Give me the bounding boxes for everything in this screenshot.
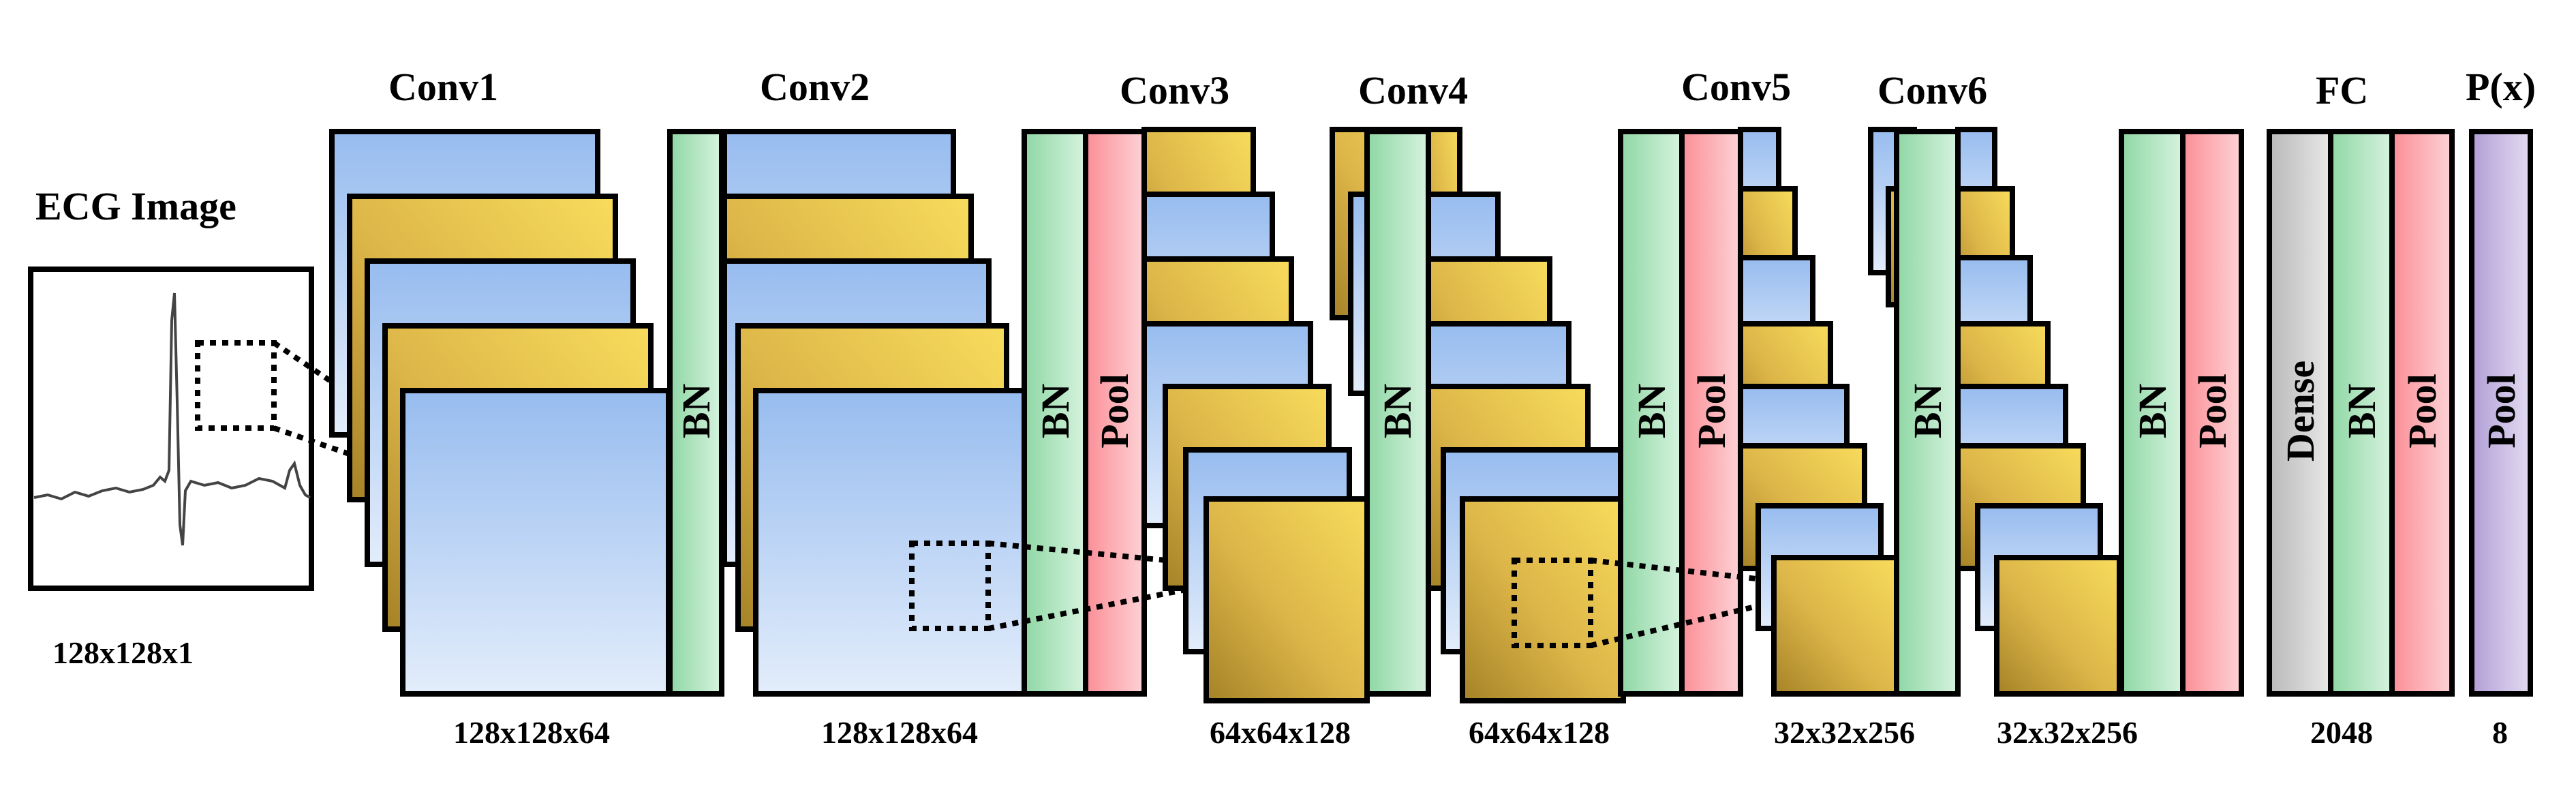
output-title: P(x) [2466, 65, 2536, 109]
conv6-block: Conv6 BN BN Pool 32x32x256 [1868, 68, 2244, 750]
pool-label: Pool [2190, 374, 2235, 449]
input-dims: 128x128x1 [52, 635, 194, 670]
bn-label: BN [2340, 384, 2384, 439]
bn-label: BN [2130, 384, 2175, 439]
pool-label: Pool [2479, 374, 2524, 449]
conv5-dims: 32x32x256 [1774, 715, 1915, 750]
feature-map [1203, 496, 1370, 703]
fc-dims: 2048 [2310, 715, 2373, 750]
batch-norm-layer [667, 129, 724, 697]
conv3-dims: 64x64x128 [1210, 715, 1351, 750]
feature-map [753, 388, 1027, 697]
feature-map [1771, 555, 1899, 697]
fc-title: FC [2316, 68, 2368, 112]
conv2-dims: 128x128x64 [821, 715, 978, 750]
pool-layer [2389, 129, 2455, 697]
feature-map [1994, 555, 2122, 697]
batch-norm-layer [2119, 129, 2186, 697]
input-section: ECG Image 128x128x1 [28, 184, 534, 670]
receptive-field [909, 541, 991, 631]
bn-label: BN [1629, 384, 1674, 439]
conv1-block: Conv1 BN 128x128x64 [329, 65, 724, 750]
batch-norm-layer [1618, 129, 1685, 697]
batch-norm-layer [1894, 129, 1961, 697]
batch-norm-layer [1364, 129, 1431, 697]
conv4-block: Conv4 BN BN Pool 64x64x128 [1330, 68, 1837, 750]
feature-map [1460, 496, 1626, 703]
conv5-title: Conv5 [1681, 65, 1791, 109]
conv5-block: Conv5 32x32x256 [1681, 65, 1915, 750]
pool-label: Pool [1092, 374, 1137, 449]
batch-norm-layer [2328, 129, 2395, 697]
conv6-dims: 32x32x256 [1997, 715, 2138, 750]
bn-label: BN [1375, 384, 1420, 439]
conv2-block: Conv2 BN Pool 128x128x64 [722, 65, 1281, 750]
ecg-waveform [33, 292, 311, 546]
bn-label: BN [1905, 384, 1950, 439]
fc-block: FC Dense BN Pool 2048 [2267, 68, 2455, 750]
bn-label: BN [674, 384, 718, 439]
conv2-title: Conv2 [760, 65, 870, 109]
batch-norm-layer [1022, 129, 1088, 697]
input-receptive-field [195, 340, 277, 431]
conv1-title: Conv1 [388, 65, 498, 109]
output-layer [2469, 129, 2533, 697]
dense-label: Dense [2278, 361, 2322, 461]
pool-label: Pool [2400, 374, 2444, 449]
conv1-dims: 128x128x64 [453, 715, 610, 750]
receptive-field [1512, 558, 1593, 648]
pool-layer [1679, 129, 1743, 697]
pool-label: Pool [1689, 374, 1734, 449]
feature-map [400, 388, 671, 697]
input-title: ECG Image [35, 184, 236, 228]
bn-label: BN [1033, 384, 1077, 439]
output-block: P(x) Pool 8 [2466, 65, 2536, 750]
conv4-title: Conv4 [1358, 68, 1468, 112]
conv3-block: Conv3 64x64x128 [1120, 68, 1370, 750]
output-dims: 8 [2492, 715, 2508, 750]
projection-line [1590, 558, 1837, 590]
pool-layer [2180, 129, 2244, 697]
conv4-dims: 64x64x128 [1469, 715, 1610, 750]
conv3-title: Conv3 [1120, 68, 1229, 112]
conv6-title: Conv6 [1877, 68, 1987, 112]
